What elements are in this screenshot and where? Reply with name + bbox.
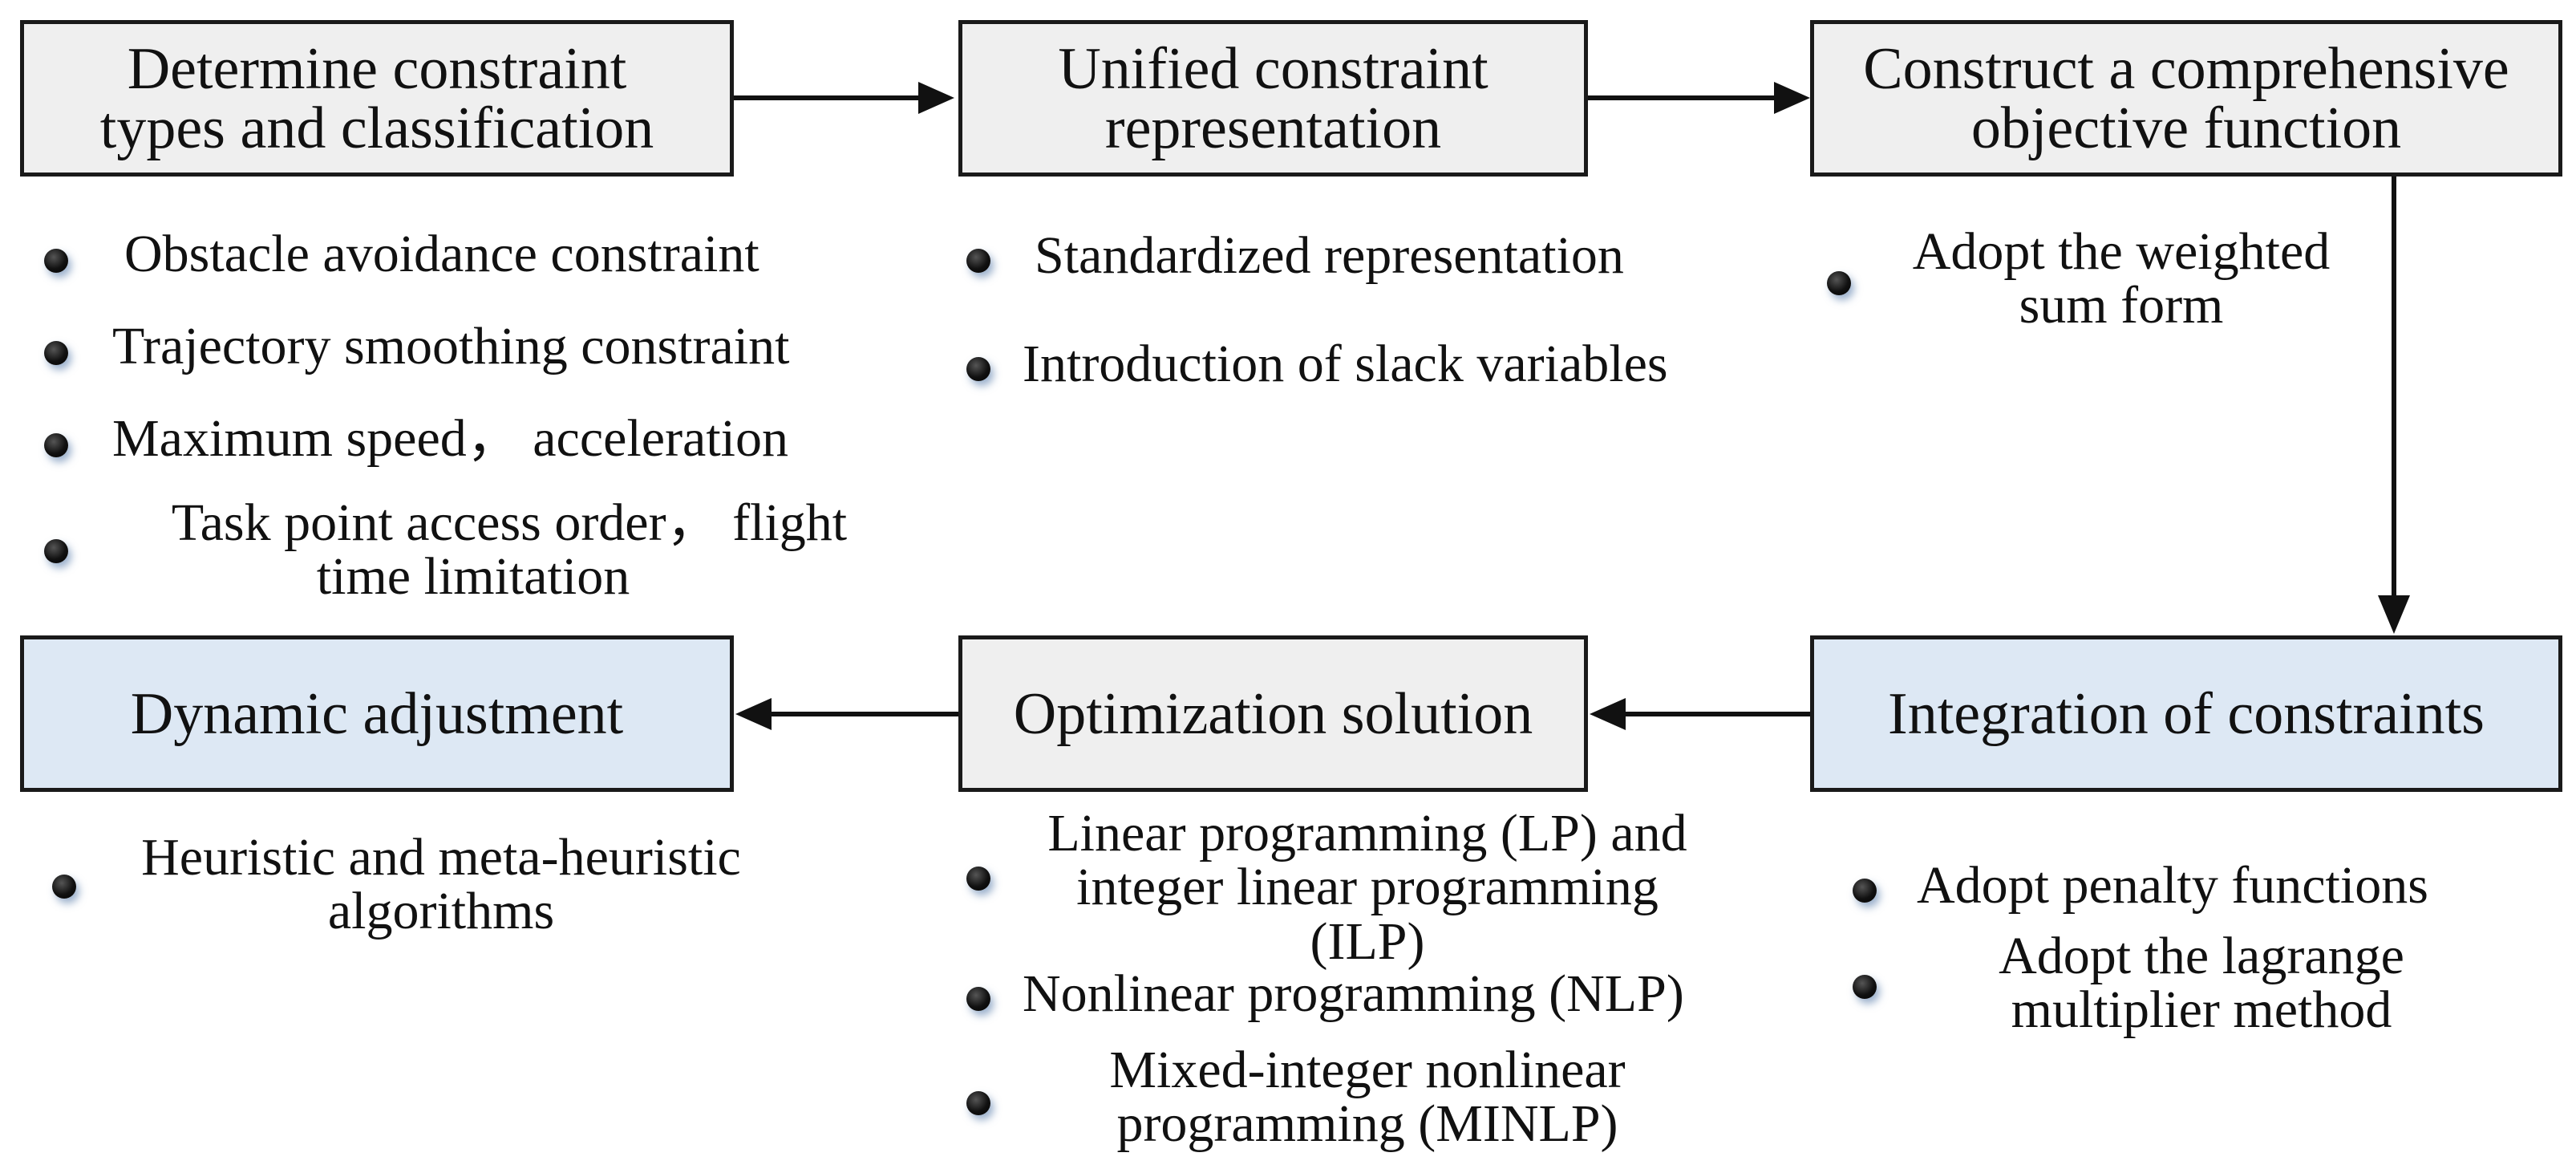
- optimization-solution-box: Optimization solution: [958, 635, 1588, 792]
- integration-item-penalty: Adopt penalty functions: [1917, 856, 2428, 915]
- bullet-dot: [966, 867, 990, 891]
- construct-item-weighted-sum: Adopt the weighted sum form: [1912, 222, 2331, 335]
- determine-item-task-order: Task point access order， flight time lim…: [171, 493, 848, 607]
- determine-item-smoothing: Trajectory smoothing constraint: [112, 317, 790, 375]
- bullet-dot: [966, 357, 990, 381]
- optimization-box-label: Optimization solution: [1013, 680, 1533, 747]
- construct-box-line-1: Construct a comprehensive: [1863, 35, 2509, 102]
- dynamic-box-label: Dynamic adjustment: [130, 680, 624, 747]
- bullet-dot: [1853, 975, 1877, 999]
- determine-item-obstacle: Obstacle avoidance constraint: [124, 225, 759, 283]
- dynamic-adjustment-box: Dynamic adjustment: [20, 635, 734, 792]
- construct-box-line-2: objective function: [1970, 95, 2402, 161]
- determine-box-line-2: types and classification: [99, 95, 654, 161]
- arrow-optimization-to-dynamic: [735, 698, 958, 730]
- bullet-dot: [44, 539, 68, 563]
- determine-item-speed: Maximum speed， acceleration: [112, 409, 789, 468]
- optimization-item-nlp: Nonlinear programming (NLP): [1023, 964, 1684, 1023]
- bullet-dot: [966, 249, 990, 273]
- determine-constraint-box: Determine constraint types and classific…: [20, 20, 734, 177]
- construct-objective-box: Construct a comprehensive objective func…: [1810, 20, 2562, 177]
- arrow-unified-to-construct: [1588, 82, 1810, 114]
- integration-box-label: Integration of constraints: [1888, 680, 2485, 747]
- optimization-item-lp-ilp: Linear programming (LP) and integer line…: [1047, 804, 1687, 971]
- bullet-dot: [52, 875, 76, 899]
- determine-box-line-1: Determine constraint: [127, 35, 627, 102]
- bullet-dot: [1827, 271, 1851, 295]
- bullet-dot: [966, 1091, 990, 1115]
- unified-box-line-2: representation: [1104, 95, 1442, 161]
- bullet-dot: [1853, 879, 1877, 903]
- dynamic-item-heuristic: Heuristic and meta-heuristic algorithms: [141, 828, 741, 941]
- unified-representation-box: Unified constraint representation: [958, 20, 1588, 177]
- bullet-dot: [44, 341, 68, 365]
- unified-item-standardized: Standardized representation: [1035, 226, 1624, 285]
- unified-box-line-1: Unified constraint: [1058, 35, 1488, 102]
- arrow-integration-to-optimization: [1590, 698, 1810, 730]
- optimization-item-minlp: Mixed-integer nonlinear programming (MIN…: [1109, 1041, 1626, 1154]
- integration-item-lagrange: Adopt the lagrange multiplier method: [1999, 927, 2404, 1040]
- unified-item-slack: Introduction of slack variables: [1023, 335, 1668, 393]
- bullet-dot: [44, 249, 68, 273]
- bullet-dot: [44, 433, 68, 457]
- arrow-determine-to-unified: [734, 82, 954, 114]
- integration-constraints-box: Integration of constraints: [1810, 635, 2562, 792]
- bullet-dot: [966, 987, 990, 1011]
- arrow-construct-to-integration: [2378, 175, 2410, 634]
